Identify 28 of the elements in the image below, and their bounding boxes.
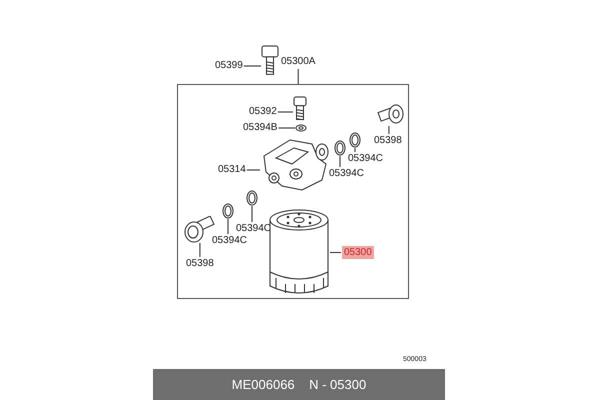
callout-number: 05394C xyxy=(348,153,384,165)
callout-number: 05314 xyxy=(218,164,246,176)
leader-line xyxy=(354,148,356,152)
callout-number: 05300 xyxy=(342,246,374,259)
diagram-frame xyxy=(177,84,409,299)
gasket-drawing xyxy=(349,132,361,148)
callout-number: 05394B xyxy=(243,122,278,134)
callout-number: 05398 xyxy=(374,135,402,147)
leader-line xyxy=(199,242,200,258)
gasket-drawing xyxy=(334,140,346,156)
callout-number: 05394C xyxy=(212,235,248,247)
callout-number: 05394C xyxy=(329,168,364,180)
callout-number: 05399 xyxy=(215,60,243,72)
callout-number: 05392 xyxy=(249,106,277,118)
fuel-filter-drawing xyxy=(268,208,330,296)
leader-line xyxy=(330,252,342,253)
leader-line xyxy=(388,126,390,134)
banjo-bolt-drawing xyxy=(376,104,404,126)
callout-number: 05300A xyxy=(281,56,316,68)
gasket-drawing xyxy=(246,190,258,206)
gasket-drawing xyxy=(222,203,234,219)
washer-drawing xyxy=(295,124,307,132)
bolt-drawing xyxy=(261,45,279,76)
callout-number: 05394C xyxy=(236,223,272,235)
part-number-text: ME006066 N - 05300 xyxy=(232,377,366,392)
leader-line xyxy=(298,68,299,84)
callout-number: 05398 xyxy=(186,258,214,270)
bolt-drawing xyxy=(293,96,307,121)
